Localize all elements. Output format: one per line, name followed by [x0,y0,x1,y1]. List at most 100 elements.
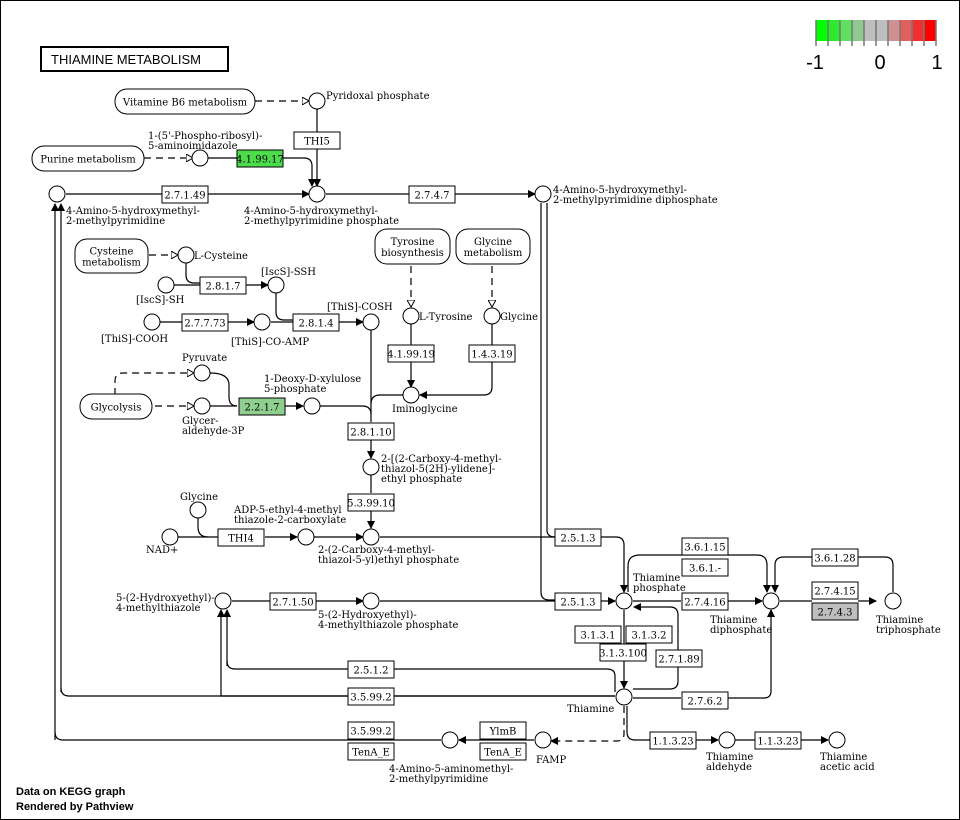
enzyme-box[interactable] [292,313,340,332]
enzyme-e_2217[interactable]: 2.2.1.7 [238,397,286,416]
enzyme-e_2762[interactable]: 2.7.6.2 [681,691,729,710]
compound-node[interactable] [189,501,207,519]
enzyme-box[interactable] [217,528,265,547]
compound-node[interactable] [534,731,552,749]
enzyme-e_35992b[interactable]: 3.5.99.2 [347,721,395,740]
enzyme-e_3131[interactable]: 3.1.3.1 [574,625,622,644]
enzyme-e_27416[interactable]: 2.7.4.16 [681,592,729,611]
compound-node[interactable] [615,688,633,706]
compound-cthz[interactable]: 2-[(2-Carboxy-4-methyl-thiazol-5(2H)-yli… [362,454,502,485]
compound-node[interactable] [534,185,552,203]
compound-hmpp[interactable]: 4-Amino-5-hydroxymethyl-2-methylpyrimidi… [244,185,399,227]
compound-air[interactable]: 1-(5'-Phospho-ribosyl)-5-aminoimidazole [148,131,262,167]
compound-node[interactable] [362,458,380,476]
compound-node[interactable] [143,313,161,331]
compound-thiscooh[interactable]: [ThiS]-COOH [101,313,168,345]
enzyme-e_36115[interactable]: 3.6.1.15 [681,537,729,556]
enzyme-box[interactable] [811,581,859,600]
enzyme-e_2747[interactable]: 2.7.4.7 [408,185,456,204]
compound-node[interactable] [267,276,285,294]
enzyme-e_11323a[interactable]: 1.1.3.23 [649,731,697,750]
enzyme-e_35992a[interactable]: 3.5.99.2 [347,687,395,706]
compound-node[interactable] [191,149,209,167]
enzyme-e_14319[interactable]: 1.4.3.19 [468,344,516,363]
compound-node[interactable] [362,313,380,331]
compound-node[interactable] [718,731,736,749]
compound-node[interactable] [483,307,501,325]
enzyme-box[interactable] [811,548,859,567]
compound-node[interactable] [762,592,780,610]
enzyme-box[interactable] [181,313,229,332]
enzyme-e_2817[interactable]: 2.8.1.7 [199,276,247,295]
compound-iminogly[interactable]: Iminoglycine [392,386,458,415]
enzyme-e_tenae1[interactable]: TenA_E [347,742,395,761]
compound-cys[interactable]: L-Cysteine [177,246,248,264]
compound-cthzp[interactable]: 2-(2-Carboxy-4-methyl-thiazol-5-yl)ethyl… [318,528,459,566]
enzyme-box[interactable] [199,276,247,295]
enzyme-box[interactable] [347,742,395,761]
pathway-node-glycolysis[interactable]: Glycolysis [79,393,153,420]
compound-hmppp[interactable]: 4-Amino-5-hydroxymethyl-2-methylpyrimidi… [534,185,718,206]
enzyme-box[interactable] [468,344,516,363]
compound-node[interactable] [297,528,315,546]
compound-hethz[interactable]: 5-(2-Hydroxyethyl)-4-methylthiazole [116,592,232,614]
enzyme-box[interactable] [754,731,802,750]
enzyme-e_thi5[interactable]: THI5 [293,131,341,150]
enzyme-box[interactable] [347,493,395,512]
enzyme-box[interactable] [681,691,729,710]
enzyme-box[interactable] [347,687,395,706]
compound-node[interactable] [441,731,459,749]
pathway-node-purine[interactable]: Purine metabolism [31,145,145,172]
compound-hethzp[interactable]: 5-(2-Hydroxyethyl)-4-methylthiazole phos… [318,592,458,631]
enzyme-box[interactable] [347,721,395,740]
enzyme-box[interactable] [479,721,527,740]
enzyme-box[interactable] [554,528,602,547]
compound-node[interactable] [884,592,902,610]
enzyme-box[interactable] [347,422,395,441]
compound-node[interactable] [253,313,271,331]
enzyme-e_28110[interactable]: 2.8.1.10 [347,422,395,441]
enzyme-box[interactable] [408,185,456,204]
enzyme-e_2512[interactable]: 2.5.1.2 [347,660,395,679]
enzyme-box[interactable] [554,592,602,611]
compound-node[interactable] [193,364,211,382]
enzyme-box[interactable] [387,344,435,363]
compound-adpthz[interactable]: ADP-5-ethyl-4-methylthiazole-2-carboxyla… [233,505,346,546]
compound-node[interactable] [177,246,195,264]
enzyme-box[interactable] [811,602,859,621]
compound-g3p[interactable]: Glycer-aldehyde-3P [182,397,245,437]
enzyme-box[interactable] [655,649,703,668]
enzyme-e_thi4[interactable]: THI4 [217,528,265,547]
compound-tyr[interactable]: L-Tyrosine [402,307,473,325]
enzyme-box[interactable] [236,149,284,168]
compound-node[interactable] [308,185,326,203]
compound-hmp[interactable]: 4-Amino-5-hydroxymethyl-2-methylpyrimidi… [48,185,200,227]
enzyme-box[interactable] [238,397,286,416]
compound-node[interactable] [362,592,380,610]
enzyme-e_2743[interactable]: 2.7.4.3 [811,602,859,621]
enzyme-e_36128[interactable]: 3.6.1.28 [811,548,859,567]
compound-iscssh[interactable]: [IscS]-SSH [261,267,316,294]
enzyme-box[interactable] [574,625,622,644]
compound-gly2[interactable]: Glycine [180,492,218,519]
enzyme-box[interactable] [681,558,729,577]
enzyme-e_2513a[interactable]: 2.5.1.3 [554,528,602,547]
enzyme-e_419917[interactable]: 4.1.99.17 [236,149,284,168]
enzyme-box[interactable] [347,660,395,679]
compound-ampyr[interactable]: 4-Amino-5-aminomethyl-2-methylpyrimidine [389,731,513,785]
compound-node[interactable] [402,386,420,404]
enzyme-box[interactable] [479,742,527,761]
enzyme-e_11323b[interactable]: 1.1.3.23 [754,731,802,750]
compound-node[interactable] [214,592,232,610]
compound-node[interactable] [193,397,211,415]
compound-node[interactable] [615,592,633,610]
enzyme-box[interactable] [681,537,729,556]
compound-node[interactable] [308,92,326,110]
